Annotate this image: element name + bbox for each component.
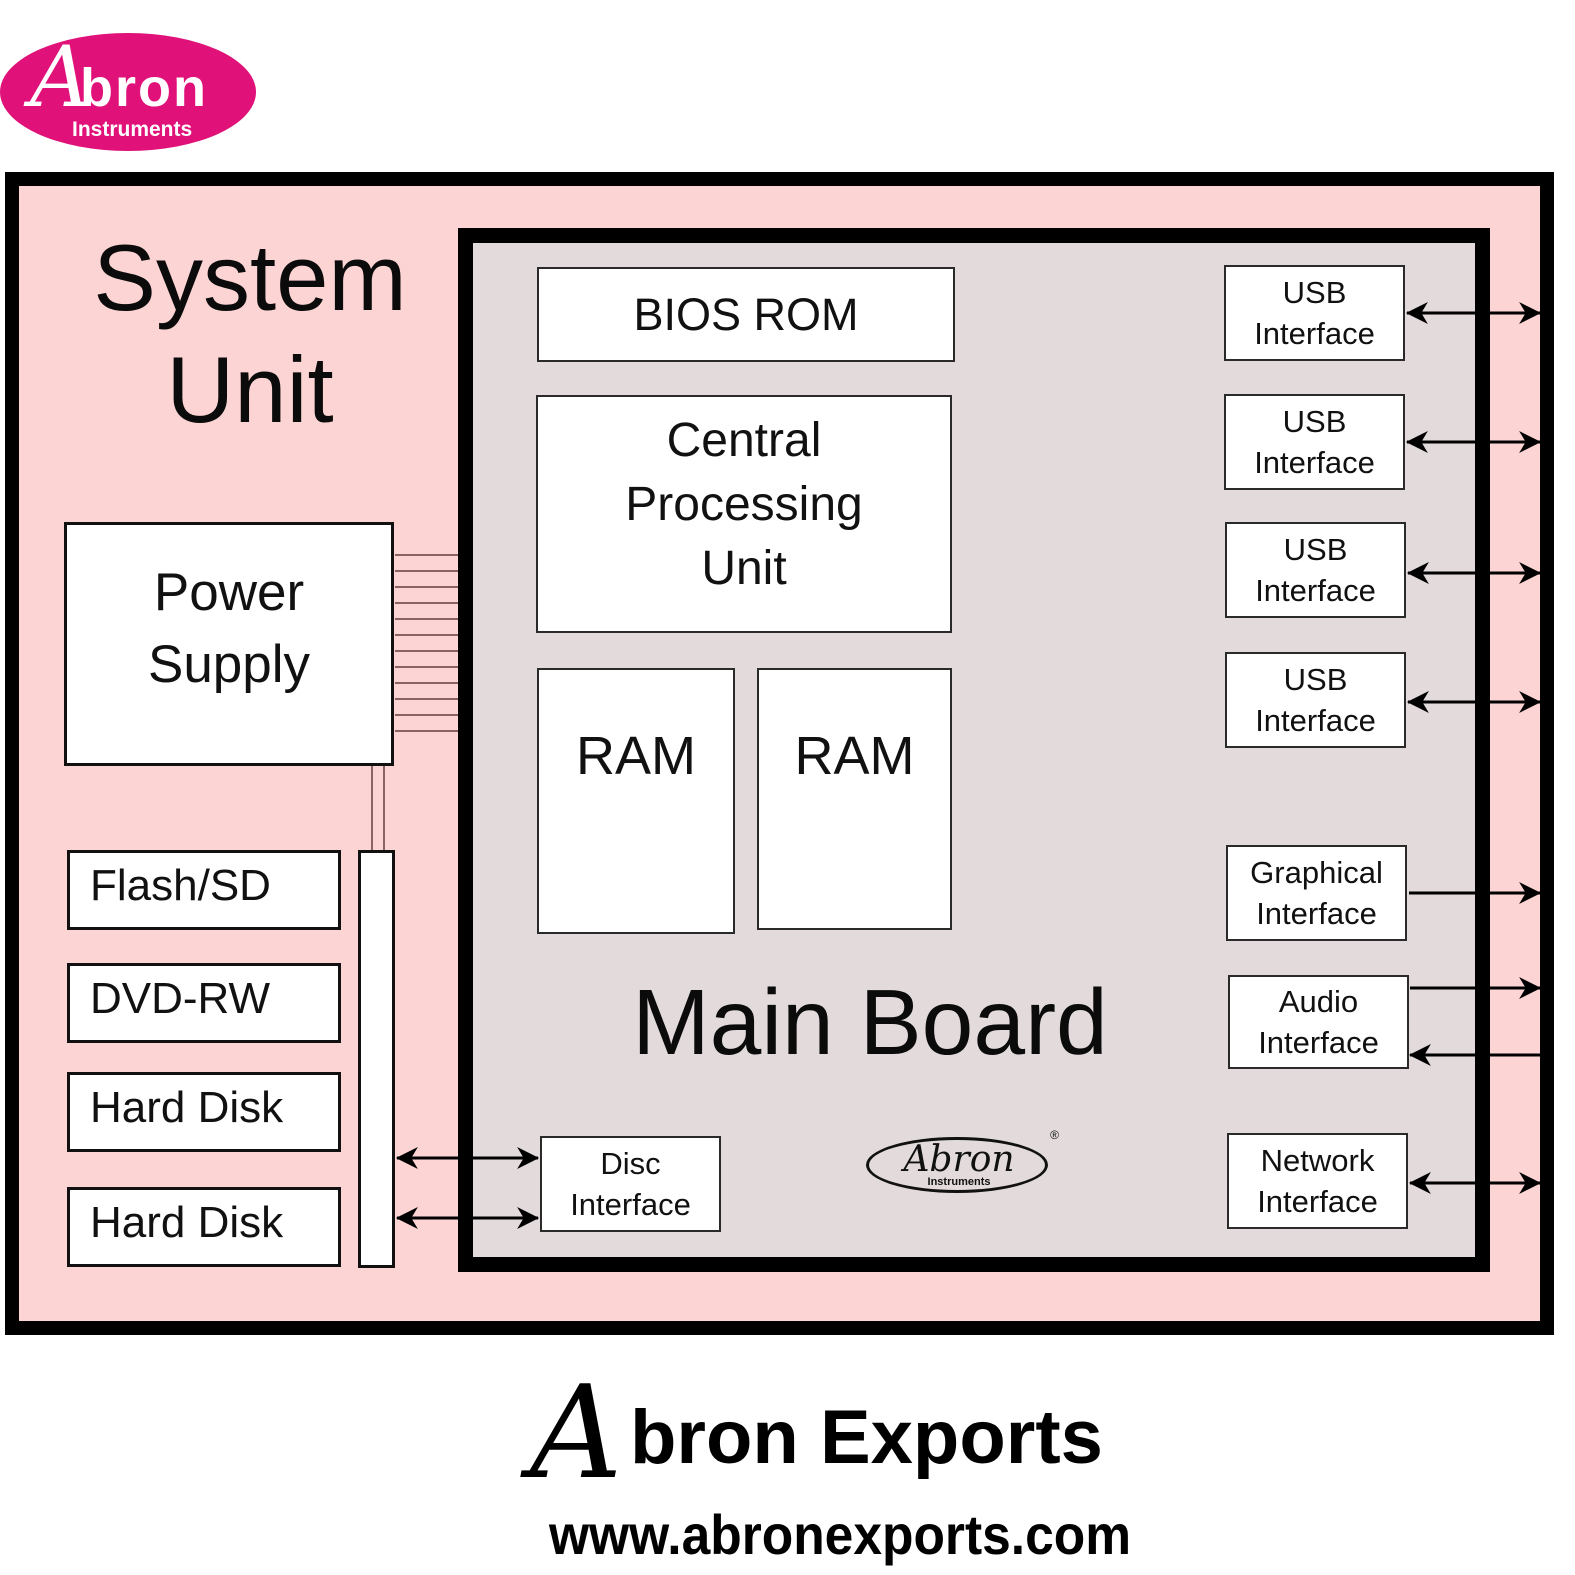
audio-interface-line1: Audio: [1278, 984, 1359, 1019]
watermark-word: Abron: [903, 1139, 1015, 1180]
main-board-title: Main Board: [632, 970, 1108, 1074]
storage-bus-bar: [358, 850, 395, 1268]
footer-company-rest: bron Exports: [630, 1395, 1103, 1480]
disc-interface-line2: Interface: [570, 1187, 691, 1222]
usb-interface-1-line2: Interface: [1254, 316, 1375, 351]
cpu-label-line3: Unit: [701, 542, 787, 595]
ram-module-2: RAM: [757, 668, 952, 930]
cpu-label-line2: Processing: [625, 478, 863, 531]
brand-logo-subtitle: Instruments: [72, 118, 193, 141]
usb-interface-2-line1: USB: [1282, 404, 1347, 439]
brand-logo-word: bron: [80, 58, 208, 118]
graphical-interface-line1: Graphical: [1250, 855, 1383, 890]
power-supply-block: Power Supply: [64, 522, 394, 766]
cpu-block: Central Processing Unit: [536, 395, 952, 633]
audio-interface: Audio Interface: [1228, 975, 1409, 1069]
storage-device-flash-sd: Flash/SD: [67, 850, 341, 930]
power-supply-line1: Power: [153, 563, 305, 622]
footer-initial: A: [530, 1359, 623, 1508]
disc-interface-block: Disc Interface: [540, 1136, 721, 1232]
usb-interface-4-line2: Interface: [1255, 703, 1376, 738]
ram-label-2: RAM: [794, 726, 915, 786]
usb-interface-1: USB Interface: [1224, 265, 1405, 361]
cpu-label-line1: Central: [666, 414, 822, 467]
brand-logo-initial: A: [30, 28, 91, 126]
brand-logo: A bron Instruments: [0, 33, 256, 151]
usb-interface-2-line2: Interface: [1254, 445, 1375, 480]
system-unit-title-line1: System: [93, 225, 407, 330]
usb-interface-3: USB Interface: [1225, 522, 1406, 618]
usb-interface-3-line1: USB: [1283, 532, 1348, 567]
usb-interface-4-line1: USB: [1283, 662, 1348, 697]
storage-device-hard-disk-2: Hard Disk: [67, 1187, 341, 1267]
usb-interface-3-line2: Interface: [1255, 573, 1376, 608]
footer-company-name: A bron Exports: [520, 1370, 1160, 1498]
graphical-interface-line2: Interface: [1256, 896, 1377, 931]
system-unit-title-line2: Unit: [166, 337, 334, 442]
ram-label-1: RAM: [576, 726, 696, 786]
storage-device-label: Hard Disk: [90, 1198, 284, 1247]
abron-watermark-logo: Abron Instruments ®: [866, 1128, 1059, 1193]
bios-rom-block: BIOS ROM: [537, 267, 955, 362]
footer-website-link[interactable]: www.abronexports.com: [548, 1503, 1132, 1566]
network-interface-line2: Interface: [1257, 1184, 1378, 1219]
bios-rom-label: BIOS ROM: [633, 288, 859, 340]
graphical-interface: Graphical Interface: [1226, 845, 1407, 941]
storage-device-label: DVD-RW: [90, 974, 271, 1023]
usb-interface-4: USB Interface: [1225, 652, 1406, 748]
usb-interface-2: USB Interface: [1224, 394, 1405, 490]
registered-mark-icon: ®: [1050, 1128, 1059, 1142]
storage-device-hard-disk-1: Hard Disk: [67, 1072, 341, 1152]
storage-device-label: Hard Disk: [90, 1083, 284, 1132]
ram-module-1: RAM: [537, 668, 735, 934]
system-unit-title: System Unit: [40, 222, 460, 446]
storage-device-label: Flash/SD: [90, 861, 271, 910]
network-interface-line1: Network: [1260, 1143, 1375, 1178]
storage-device-dvd-rw: DVD-RW: [67, 963, 341, 1043]
audio-interface-line2: Interface: [1258, 1025, 1379, 1060]
network-interface: Network Interface: [1227, 1133, 1408, 1229]
power-supply-line2: Supply: [147, 635, 311, 694]
watermark-subtitle: Instruments: [927, 1176, 991, 1188]
usb-interface-1-line1: USB: [1282, 275, 1347, 310]
disc-interface-line1: Disc: [600, 1146, 661, 1181]
